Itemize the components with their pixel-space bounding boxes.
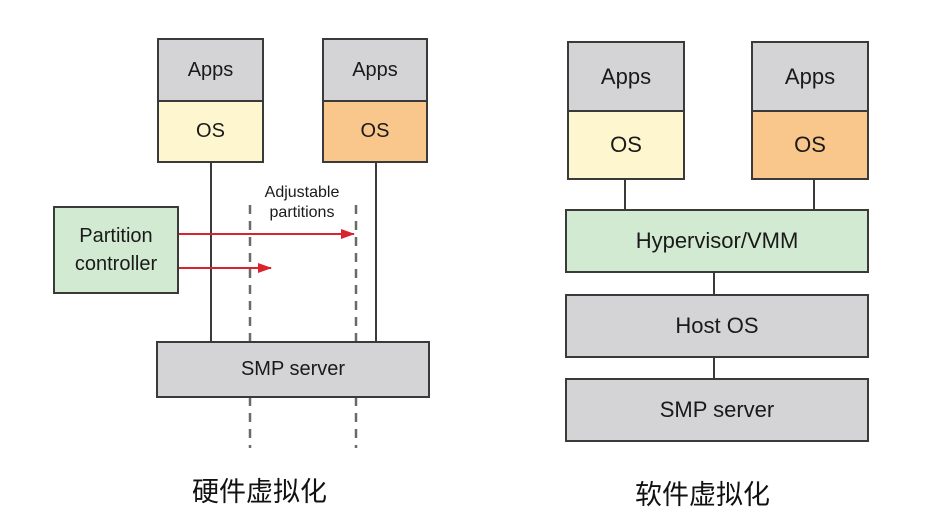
right-apps-box-1: Apps: [567, 41, 685, 112]
adjustable-partitions-label: Adjustable partitions: [264, 184, 340, 221]
host-os-box: Host OS: [565, 294, 869, 358]
partition-controller-box: Partition controller: [53, 206, 179, 294]
software-virtualization-caption: 软件虚拟化: [635, 480, 770, 511]
right-smp-server-box: SMP server: [565, 378, 869, 442]
left-smp-server-box: SMP server: [156, 341, 430, 398]
left-apps-box-2: Apps: [322, 38, 428, 102]
left-apps-box-1: Apps: [157, 38, 264, 102]
right-apps-box-2: Apps: [751, 41, 869, 112]
right-os-box-2: OS: [751, 110, 869, 180]
left-os-box-1: OS: [157, 100, 264, 163]
left-os-box-2: OS: [322, 100, 428, 163]
hypervisor-box: Hypervisor/VMM: [565, 209, 869, 273]
hardware-virtualization-caption: 硬件虚拟化: [192, 477, 327, 508]
right-os-box-1: OS: [567, 110, 685, 180]
